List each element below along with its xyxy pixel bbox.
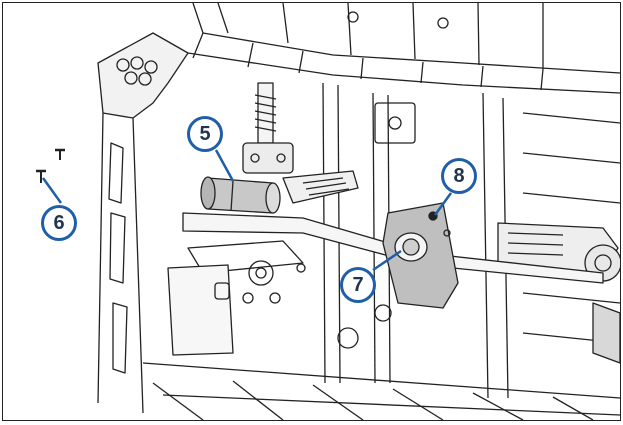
spring-assembly bbox=[242, 82, 294, 174]
leader-line-5 bbox=[214, 149, 235, 182]
callout-7: 7 bbox=[340, 267, 376, 303]
leader-line-8 bbox=[433, 192, 453, 216]
callout-8: 8 bbox=[441, 158, 477, 194]
housing-left-panel bbox=[97, 32, 189, 414]
callout-6: 6 bbox=[41, 205, 77, 241]
lower-components bbox=[167, 260, 306, 356]
exploded-diagram: 5 6 7 8 bbox=[2, 2, 621, 421]
machine-illustration bbox=[36, 3, 620, 420]
right-frame bbox=[482, 92, 620, 399]
callout-5: 5 bbox=[187, 116, 223, 152]
bushing-part bbox=[394, 232, 428, 262]
leader-line-7 bbox=[372, 249, 402, 272]
roller-part bbox=[200, 176, 281, 214]
top-frame bbox=[187, 3, 620, 94]
leader-line-6 bbox=[41, 177, 63, 204]
screw-parts bbox=[36, 148, 65, 183]
base-ribs bbox=[142, 362, 620, 420]
leader-lines bbox=[41, 149, 453, 272]
